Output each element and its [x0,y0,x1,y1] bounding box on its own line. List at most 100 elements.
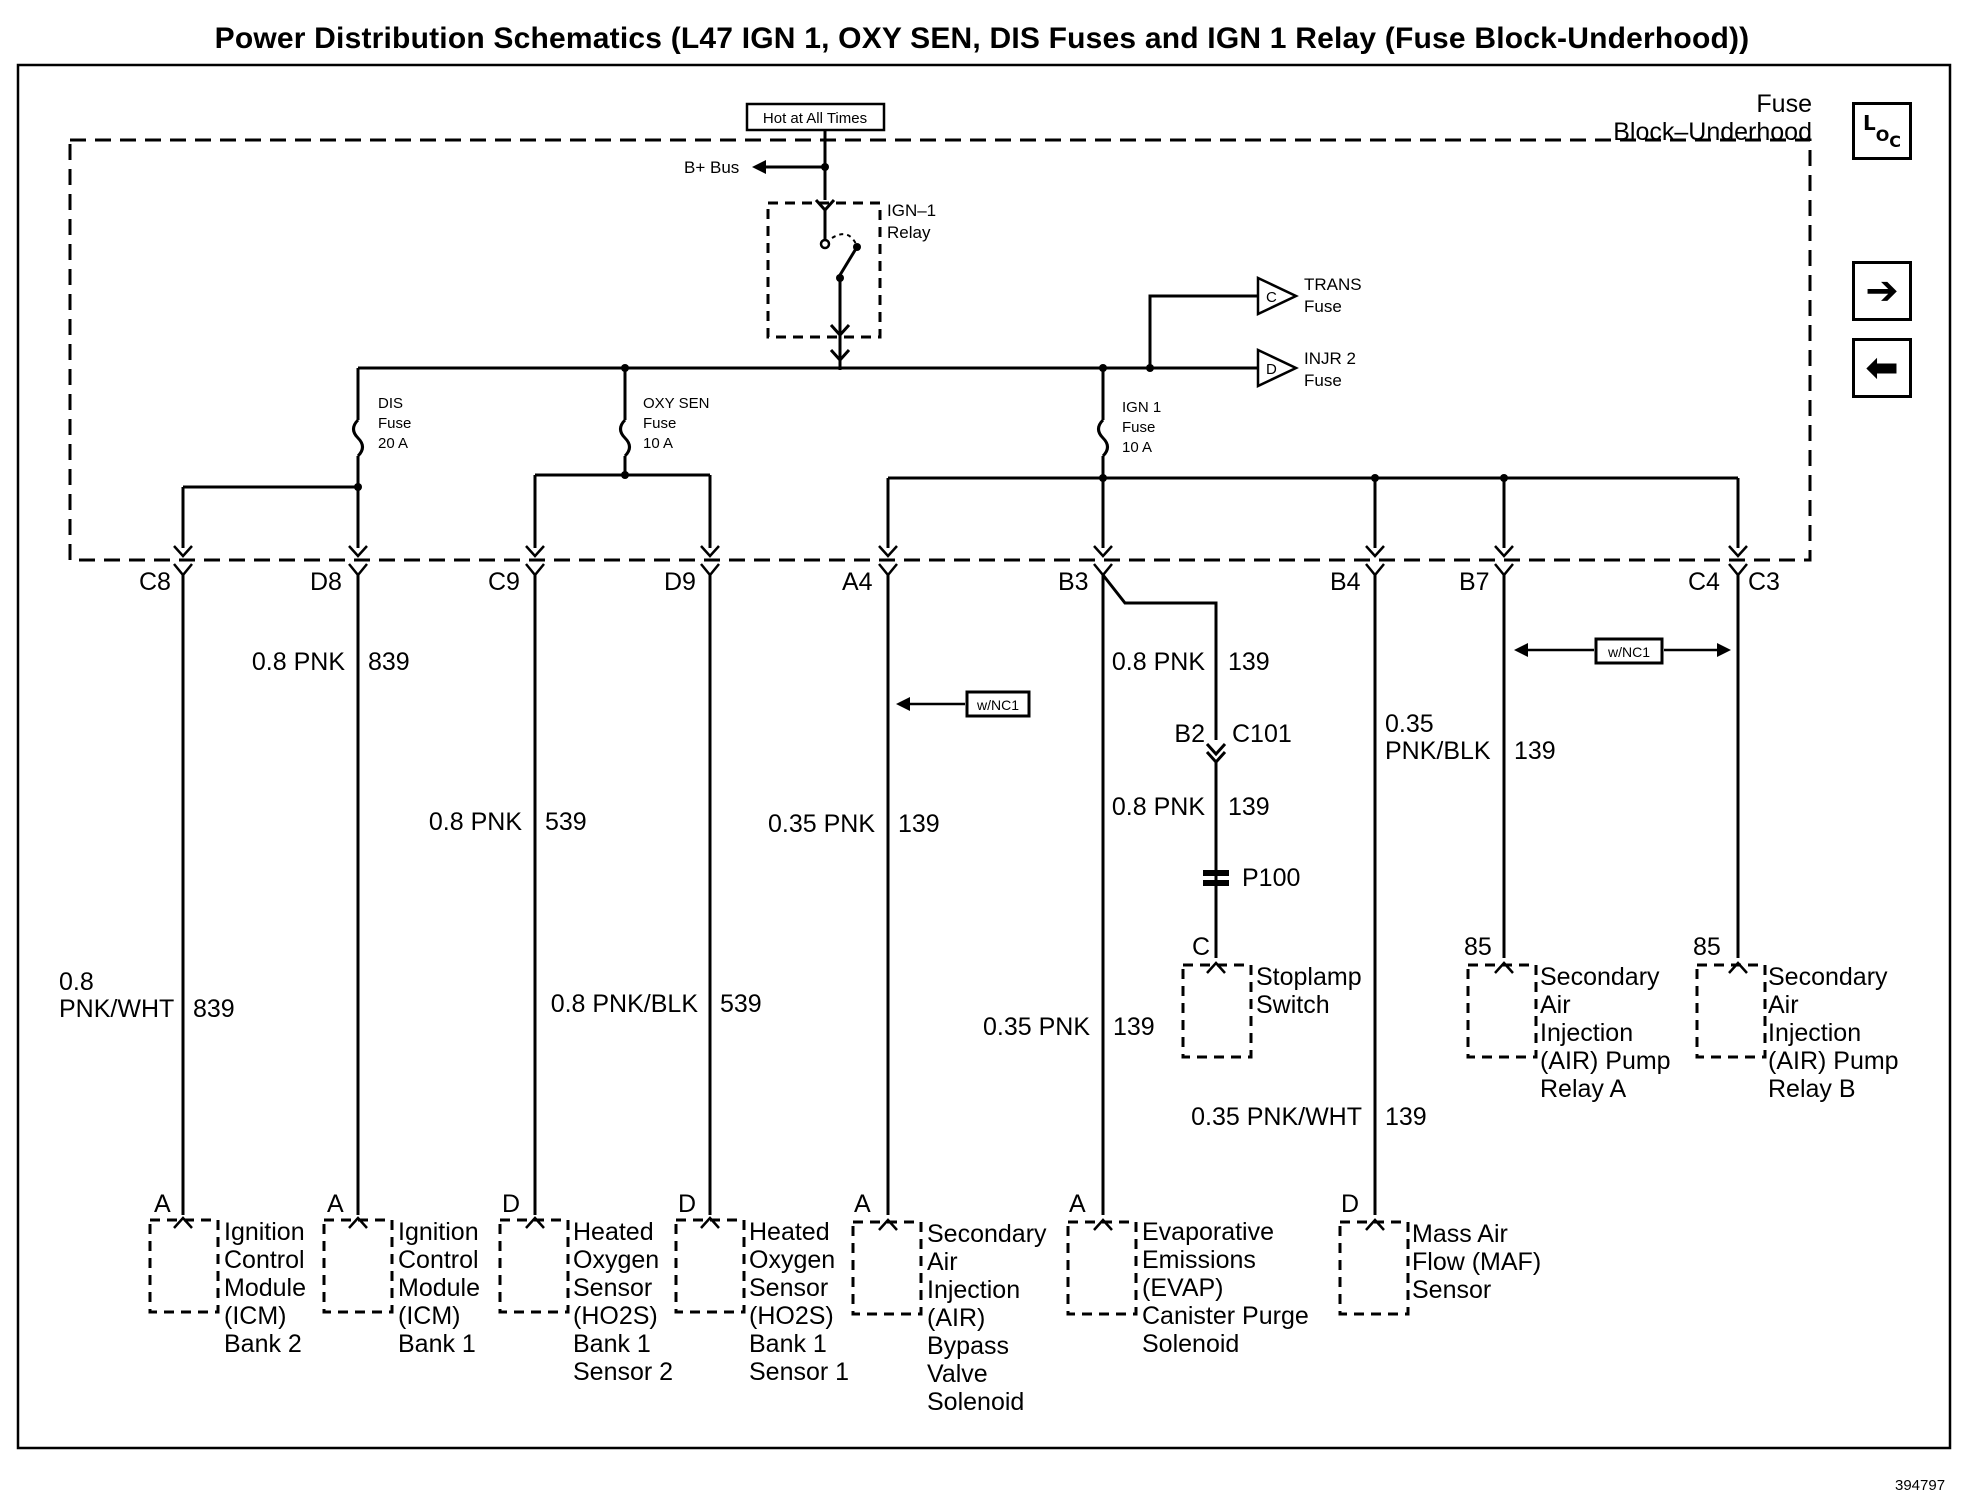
stoplamp-label-line: Switch [1256,991,1330,1019]
icm1-component-box [322,1218,394,1314]
connector-pin-receptacle [1494,563,1514,577]
wire-b3-evap-circuit: 139 [1113,1013,1155,1041]
fuse-block-label-line2: Block–Underhood [1613,118,1812,146]
dis-fuse-label-1: DIS [378,395,403,412]
relay_a-label-line: Injection [1540,1019,1633,1047]
stoplamp-component-box [1181,963,1253,1059]
trans-letter: C [1266,289,1277,306]
wire-c8-size1: 0.8 [59,968,94,996]
wire-d8-circuit: 839 [368,648,410,676]
connector-pin-arrow [525,545,545,558]
connector-pin-arrow [348,545,368,558]
maf-label-line: Flow (MAF) [1412,1248,1541,1276]
injr-label-line2: Fuse [1304,371,1342,390]
evap-pin: A [1069,1190,1086,1218]
stoplamp-pin-receptacle [1206,961,1226,974]
ign-fuse-label-2: Fuse [1122,419,1155,436]
wire-b3-mid-size: 0.8 PNK [1112,793,1205,821]
c101-name: C101 [1232,720,1292,748]
oxy-fuse-label-2: Fuse [643,415,676,432]
relay_b-label-line: (AIR) Pump [1768,1047,1899,1075]
icm1-label-line: Module [398,1274,480,1302]
relay_b-label-line: Injection [1768,1019,1861,1047]
wire-b3-upper-circuit: 139 [1228,648,1270,676]
connector-pin-arrow [173,545,193,558]
ho2s2-label-line: (HO2S) [573,1302,658,1330]
relay-label-line1: IGN–1 [887,201,936,220]
wire-c8-size2: PNK/WHT [59,995,174,1023]
ho2s2-pin: D [502,1190,520,1218]
loc-letter-c: C [1889,131,1902,151]
ho2s2-component-box [498,1218,570,1314]
loc-letter-o: O [1875,125,1890,145]
evap-label-line: Solenoid [1142,1330,1239,1358]
relay_a-label-line: (AIR) Pump [1540,1047,1671,1075]
icm2-label-line: Bank 2 [224,1330,302,1358]
evap-component-box [1066,1220,1138,1316]
wire-b4-size2: PNK/BLK [1385,737,1491,765]
air-label-line: Solenoid [927,1388,1024,1416]
maf-label-line: Mass Air [1412,1220,1508,1248]
icm1-label-line: Ignition [398,1218,479,1246]
dis-fuse-label-2: Fuse [378,415,411,432]
bplus-bus-arrow [752,160,766,174]
next-page-arrow-icon[interactable]: ➔ [1852,261,1912,321]
relay_a-pin-receptacle [1494,961,1514,974]
connector-pin-arrow [1494,545,1514,558]
wire-maf-size: 0.35 PNK/WHT [1191,1103,1362,1131]
maf-label-line: Sensor [1412,1276,1491,1304]
air-component-box [851,1220,923,1316]
ho2s1-label-line: Oxygen [749,1246,835,1274]
ho2s1-component-box [674,1218,746,1314]
icm2-label-line: Ignition [224,1218,305,1246]
icm1-label-line: (ICM) [398,1302,460,1330]
icm2-pin-receptacle [173,1216,193,1229]
connector-pin-receptacle [1093,563,1113,577]
relay_b-label-line: Air [1768,991,1799,1019]
wire-c9-size: 0.8 PNK [429,808,522,836]
ho2s1-label-line: Heated [749,1218,830,1246]
relay_a-label-line: Relay A [1540,1075,1626,1103]
wire-a4-circuit: 139 [898,810,940,838]
ho2s1-label-line: Sensor [749,1274,828,1302]
relay_b-component-box [1695,963,1767,1059]
p100-splice-top [1203,870,1229,876]
bplus-bus-label: B+ Bus [684,158,739,177]
ho2s1-label-line: Bank 1 [749,1330,827,1358]
connector-pin-arrow [1365,545,1385,558]
document-id: 394797 [1895,1477,1946,1494]
wire-b4-size1: 0.35 [1385,710,1434,738]
wnc1-a4-box [965,690,1031,718]
maf-pin: D [1341,1190,1359,1218]
air-label-line: Injection [927,1276,1020,1304]
connector-label-c3: C3 [1748,568,1780,596]
wire-d9-circuit: 539 [720,990,762,1018]
ign-junction [1099,474,1107,482]
connector-pin-receptacle [700,563,720,577]
injr-letter: D [1266,361,1277,378]
wire-b3-evap-size: 0.35 PNK [983,1013,1090,1041]
relay_a-component-box [1466,963,1538,1059]
ign-fuse-symbol [1097,418,1109,458]
icm1-label-line: Control [398,1246,479,1274]
connector-pin-receptacle [525,563,545,577]
air-pin: A [854,1190,871,1218]
wnc1-relay-left-head [1514,643,1528,657]
injr-label-line1: INJR 2 [1304,349,1356,368]
evap-pin-receptacle [1093,1218,1113,1231]
ign1-relay-box [766,201,882,339]
air-pin-receptacle [878,1218,898,1231]
relay-b-pin: 85 [1693,933,1721,961]
previous-page-arrow-icon[interactable]: ⬅ [1852,338,1912,398]
fuse-block-label-line1: Fuse [1756,90,1812,118]
oxy-fuse-label-3: 10 A [643,435,673,452]
connector-label-c4: C4 [1688,568,1720,596]
injr-output-triangle [1256,348,1299,388]
air-label-line: Valve [927,1360,988,1388]
icm1-pin: A [327,1190,344,1218]
